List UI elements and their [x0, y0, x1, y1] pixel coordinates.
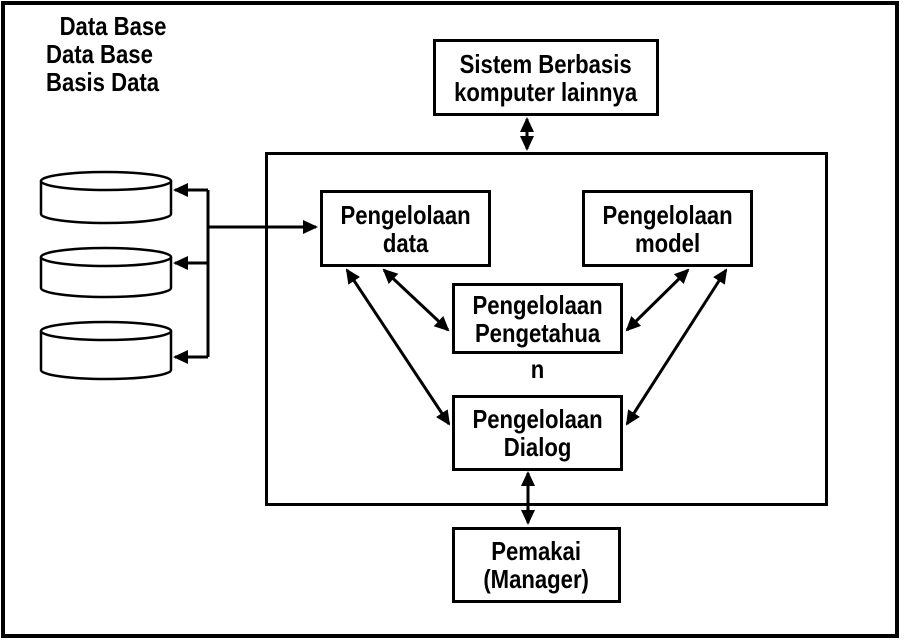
node-knowledge-management-label: Pengelolaan Pengetahua	[472, 291, 602, 347]
node-dialog-management-label: Pengelolaan Dialog	[472, 405, 602, 461]
arrow-data-dialog	[345, 268, 451, 426]
dss-container-frame	[265, 152, 828, 506]
node-model-management: Pengelolaan model	[582, 190, 753, 267]
node-label-line: Pengelolaan	[602, 199, 733, 230]
node-label-line: Pengelolaan	[472, 404, 603, 434]
database-label-line: Basis Data	[46, 67, 160, 97]
node-user: Pemakai (Manager)	[452, 527, 621, 603]
database-label-line: Data Base	[46, 39, 153, 69]
node-data-management-label: Pengelolaan data	[340, 201, 470, 257]
node-user-label: Pemakai (Manager)	[484, 537, 590, 593]
node-external-system-label: Sistem Berbasis komputer lainnya	[455, 50, 638, 106]
node-label-line: Dialog	[503, 432, 572, 462]
node-label-line: data	[382, 227, 429, 258]
node-label-line: komputer lainnya	[454, 76, 638, 107]
node-label-line: Pemakai	[491, 536, 582, 566]
node-knowledge-management: Pengelolaan Pengetahua	[452, 283, 623, 354]
database-icon	[39, 320, 173, 381]
database-icon	[39, 170, 173, 225]
node-label-line: Pengetahua	[474, 317, 601, 348]
node-dialog-management: Pengelolaan Dialog	[452, 395, 623, 471]
node-label-line: model	[634, 227, 701, 258]
arrow-model-dialog	[625, 268, 728, 426]
node-label-line: (Manager)	[483, 564, 590, 594]
node-external-system: Sistem Berbasis komputer lainnya	[433, 39, 659, 116]
database-icon	[39, 246, 173, 299]
node-label-line: Pengelolaan	[472, 289, 603, 320]
node-data-management: Pengelolaan data	[320, 190, 491, 267]
node-model-management-label: Pengelolaan model	[602, 201, 732, 257]
node-knowledge-overflow-char: n	[530, 354, 545, 384]
node-label-line: Sistem Berbasis	[460, 48, 632, 79]
database-label: Data Base Data Base Basis Data	[46, 12, 166, 96]
database-stack	[39, 170, 173, 381]
database-label-line: Data Base	[59, 11, 167, 41]
node-label-line: Pengelolaan	[340, 199, 471, 230]
arrow-data-knowledge	[382, 268, 450, 332]
